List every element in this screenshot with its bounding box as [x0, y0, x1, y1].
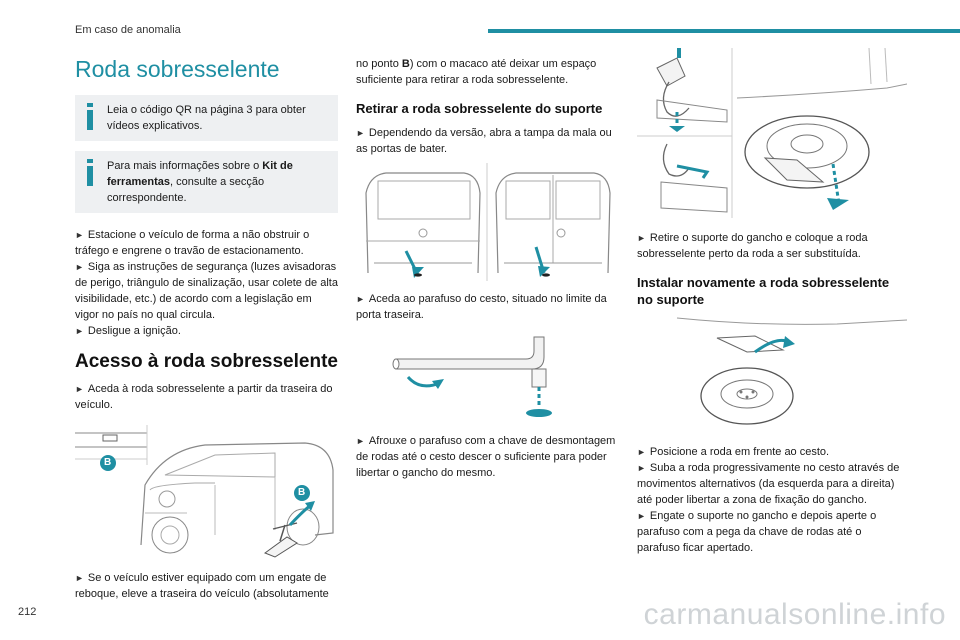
- step-tighten-bolt: ►Engate o suporte no gancho e depois ape…: [637, 510, 877, 554]
- page-number: 212: [18, 606, 37, 618]
- step-access: ►Aceda à roda sobresselente a partir da …: [75, 383, 333, 411]
- subtitle-remove: Retirar a roda sobresselente do suporte: [356, 101, 603, 116]
- label-b-van: B: [298, 487, 306, 498]
- column-2: no ponto B) com o macaco até deixar um e…: [356, 56, 618, 481]
- bullet-icon: ►: [356, 436, 365, 446]
- step-towbar: ►Se o veículo estiver equipado com um en…: [75, 572, 329, 600]
- bullet-icon: ►: [637, 447, 646, 457]
- info-box-toolkit: Para mais informações sobre o Kit de fer…: [75, 151, 338, 213]
- wheel-wrench-illustration: [392, 336, 552, 417]
- section-title-access: Acesso à roda sobresselente: [75, 351, 338, 372]
- step-access-bolt: ►Aceda ao parafuso do cesto, situado no …: [356, 293, 607, 321]
- info-text-post: , consulte a secção correspondente.: [107, 176, 265, 204]
- info-text-bold: Kit de ferramentas: [107, 160, 293, 188]
- step-remove-support: ►Retire o suporte do gancho e coloque a …: [637, 232, 868, 260]
- rear-doors-illustration: [365, 163, 611, 281]
- bullet-icon: ►: [356, 294, 365, 304]
- column-1: Roda sobresselente Leia o código QR na p…: [75, 56, 338, 602]
- column-3: ►Retire o suporte do gancho e coloque a …: [637, 48, 907, 556]
- label-b-detail: B: [104, 457, 112, 468]
- page-title: Roda sobresselente: [75, 56, 280, 82]
- step-ignition: ►Desligue a ignição.: [75, 325, 181, 337]
- bullet-icon: ►: [637, 511, 646, 521]
- info-text-qr: Leia o código QR na página 3 para obter …: [107, 104, 306, 132]
- bullet-icon: ►: [356, 128, 365, 138]
- step-open-tailgate: ►Dependendo da versão, abra a tampa da m…: [356, 127, 612, 155]
- bullet-icon: ►: [75, 384, 84, 394]
- subtitle-reinstall: Instalar novamente a roda sobresselente …: [637, 275, 890, 307]
- step-park: ►Estacione o veículo de forma a não obst…: [75, 229, 310, 257]
- illustration-van-jack: B B: [75, 425, 338, 560]
- step-safety: ►Siga as instruções de segurança (luzes …: [75, 261, 338, 321]
- reinstall-wheel-illustration: [676, 317, 907, 425]
- step-raise-wheel: ►Suba a roda progressivamente no cesto a…: [637, 462, 900, 506]
- step-loosen-bolt: ►Afrouxe o parafuso com a chave de desmo…: [356, 435, 616, 479]
- bullet-icon: ►: [75, 262, 84, 272]
- header-accent-bar: [488, 29, 960, 33]
- hook-basket-illustration: [637, 48, 907, 218]
- bullet-icon: ►: [75, 573, 84, 583]
- van-illustration: [75, 425, 334, 558]
- bullet-icon: ►: [75, 230, 84, 240]
- bullet-icon: ►: [637, 233, 646, 243]
- watermark: carmanualsonline.info: [643, 598, 946, 631]
- running-header: Em caso de anomalia: [75, 24, 181, 36]
- info-text-pre: Para mais informações sobre o: [107, 160, 263, 172]
- bullet-icon: ►: [75, 326, 84, 336]
- info-box-qr: Leia o código QR na página 3 para obter …: [75, 95, 338, 141]
- continuation-text: no ponto B) com o macaco até deixar um e…: [356, 58, 597, 86]
- step-position-wheel: ►Posicione a roda em frente ao cesto.: [637, 446, 830, 458]
- bullet-icon: ►: [637, 463, 646, 473]
